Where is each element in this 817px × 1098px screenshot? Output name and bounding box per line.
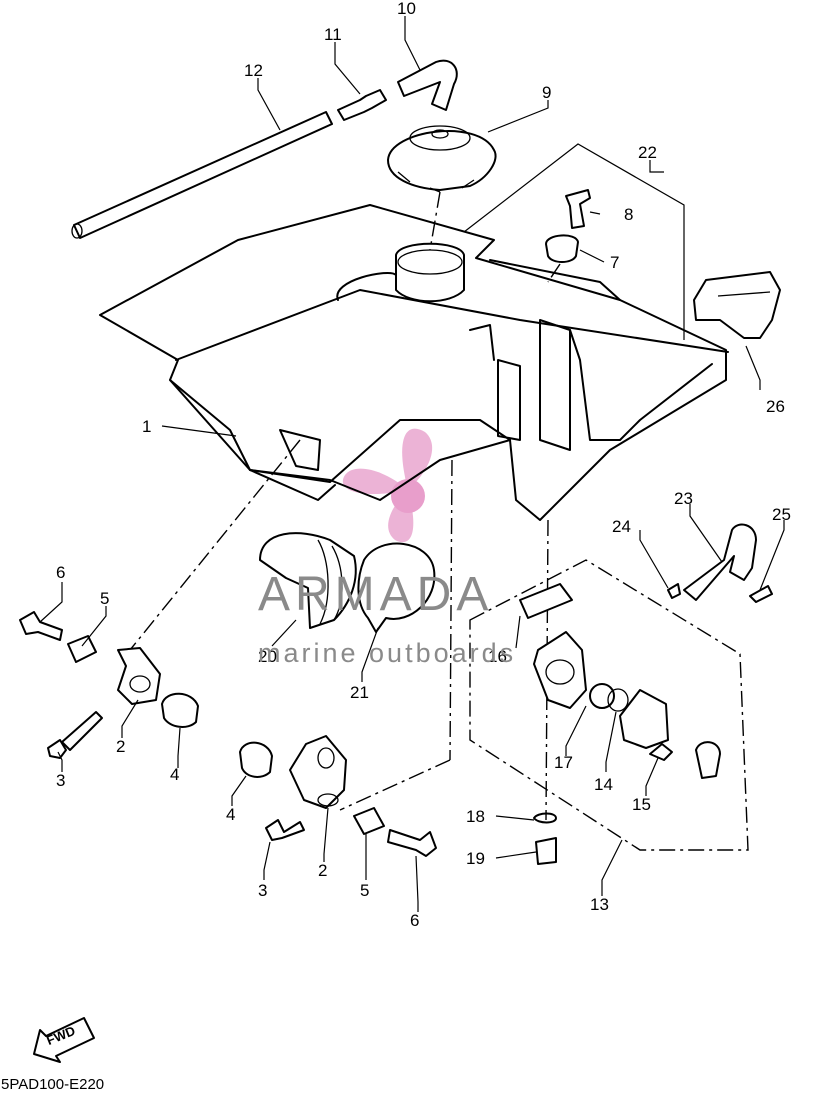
fuel-tank-1: [99, 204, 729, 521]
callout-16: 16: [488, 647, 507, 666]
air-duct-20: [259, 532, 357, 629]
callout-24: 24: [612, 517, 631, 536]
callout-8: 8: [624, 205, 633, 224]
watermark-subtitle: marine outboards: [258, 638, 517, 668]
callout-2: 2: [318, 861, 327, 880]
screw-8: [565, 189, 591, 229]
hose-12: [71, 111, 333, 239]
callout-6-left: 6: [56, 563, 65, 582]
breather-hose-10: [397, 59, 458, 111]
left-mount-parts: [19, 611, 199, 759]
assembly-13-boundary: [469, 559, 749, 851]
callout-15: 15: [632, 795, 651, 814]
callout-14: 14: [594, 775, 613, 794]
callout-4-left: 4: [170, 765, 179, 784]
callout-3-left: 3: [56, 771, 65, 790]
diagram-code: 5PAD100-E220: [1, 1076, 105, 1093]
callout-17: 17: [554, 753, 573, 772]
joint-11: [337, 89, 387, 121]
right-mount-parts: [239, 735, 437, 857]
callout-20: 20: [258, 647, 277, 666]
callout-23: 23: [674, 489, 693, 508]
callout-1: 1: [142, 417, 151, 436]
callout-3: 3: [258, 881, 267, 900]
clip-25: [749, 585, 773, 603]
callout-11: 11: [324, 25, 342, 44]
fuel-cock-assembly: [519, 583, 721, 865]
watermark-title: ARMADA: [258, 568, 494, 621]
fwd-arrow-icon: [33, 1017, 95, 1063]
callout-25: 25: [772, 505, 791, 524]
callout-6: 6: [410, 911, 419, 930]
clip-24: [667, 583, 681, 599]
callout-18: 18: [466, 807, 485, 826]
callout-26: 26: [766, 397, 785, 416]
callout-13: 13: [590, 895, 609, 914]
fuel-cap-9: [387, 125, 497, 193]
callout-5: 5: [360, 881, 369, 900]
callout-7: 7: [610, 253, 619, 272]
callout-9: 9: [542, 83, 551, 102]
callout-4: 4: [226, 805, 235, 824]
damper-7: [545, 234, 579, 263]
callout-19: 19: [466, 849, 485, 868]
callout-22: 22: [638, 143, 657, 162]
callout-labels: 10 11 12 9 22 8 7 26 1 6 5 2 4 3 4 2 3 5…: [56, 0, 791, 930]
leader-lines: [39, 16, 785, 912]
callout-5-left: 5: [100, 589, 109, 608]
bracket-26: [693, 271, 781, 339]
fuel-hose-23: [683, 523, 757, 601]
band-21: [357, 542, 436, 633]
callout-12: 12: [244, 61, 263, 80]
callout-21: 21: [350, 683, 369, 702]
watermark-logo: [342, 428, 433, 543]
callout-10: 10: [397, 0, 416, 18]
callout-2-left: 2: [116, 737, 125, 756]
